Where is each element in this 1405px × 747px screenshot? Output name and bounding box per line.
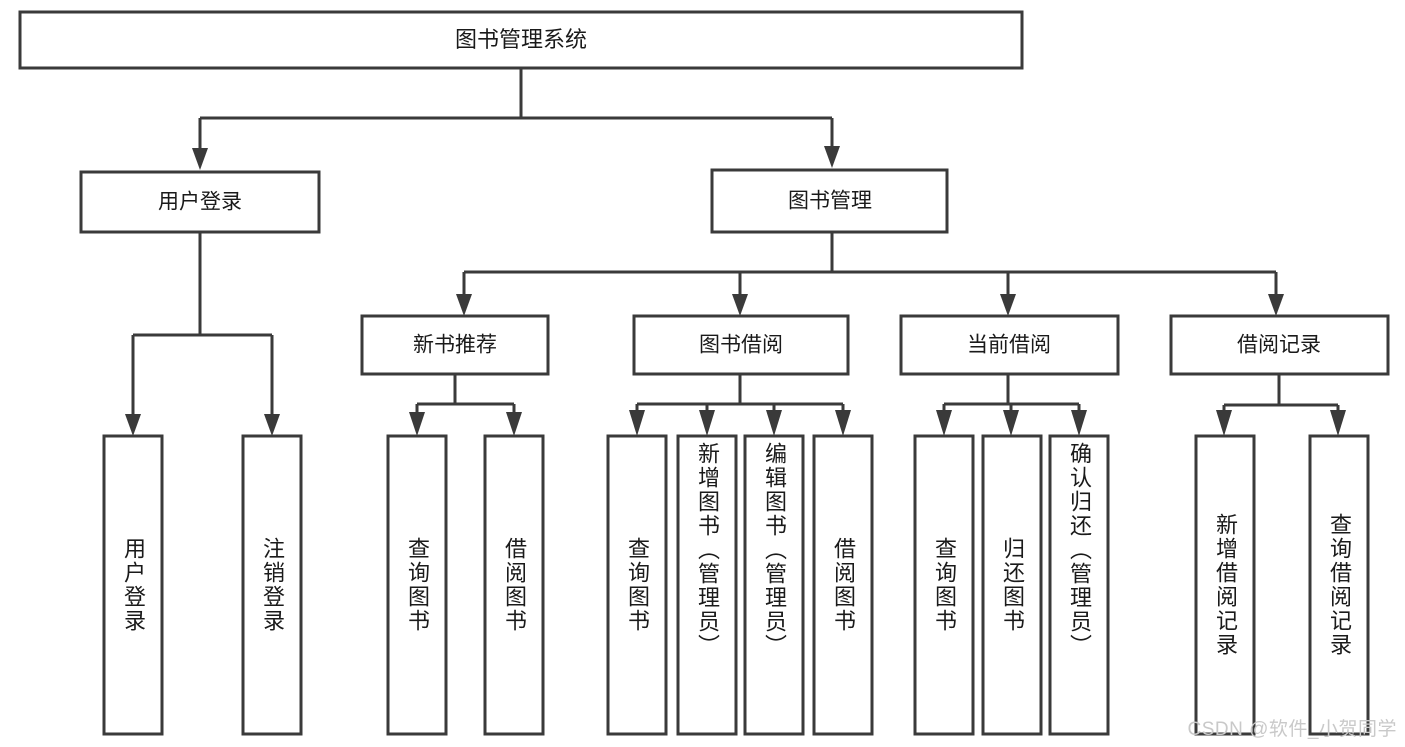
node-root[interactable]: 图书管理系统 — [18, 10, 1024, 70]
arrow-head-leaf-user-login — [125, 414, 141, 436]
node-leaf-confirm-return-box[interactable] — [1048, 434, 1110, 736]
arrow-head-bookmgmt — [824, 146, 840, 168]
node-leaf-add-record-box[interactable] — [1194, 434, 1256, 736]
arrow-head-leaf-query-record — [1330, 410, 1346, 436]
node-leaf-query-book-1-box[interactable] — [386, 434, 448, 736]
arrow-head-leaf-confirm-return — [1071, 410, 1087, 436]
node-leaf-borrow-book-2-box[interactable] — [812, 434, 874, 736]
node-leaf-return-book-box[interactable] — [981, 434, 1043, 736]
node-login[interactable]: 用户登录 — [79, 170, 321, 234]
arrow-head-record — [1268, 294, 1284, 316]
node-current-box[interactable] — [899, 314, 1120, 376]
node-leaf-query-record-box[interactable] — [1308, 434, 1370, 736]
node-root-box[interactable] — [18, 10, 1024, 70]
arrow-head-leaf-borrow-book-1 — [506, 412, 522, 436]
node-borrow[interactable]: 图书借阅 — [632, 314, 850, 376]
arrow-head-leaf-query-book-1 — [409, 412, 425, 436]
node-leaf-logout-box[interactable] — [241, 434, 303, 736]
arrow-head-leaf-add-book — [699, 410, 715, 436]
leaf-box-layer — [102, 434, 1370, 736]
connector-layer — [125, 68, 1346, 436]
arrow-head-leaf-add-record — [1216, 410, 1232, 436]
watermark: CSDN @软件_小贺同学 — [1187, 719, 1397, 740]
arrow-head-leaf-query-book-2 — [629, 410, 645, 436]
node-leaf-borrow-book-1-box[interactable] — [483, 434, 545, 736]
node-leaf-user-login-box[interactable] — [102, 434, 164, 736]
arrow-head-leaf-query-book-3 — [936, 410, 952, 436]
arrow-head-leaf-edit-book — [766, 410, 782, 436]
arrow-head-leaf-logout — [264, 414, 280, 436]
node-newbook[interactable]: 新书推荐 — [360, 314, 550, 376]
node-bookmgmt-label: 图书管理 — [788, 190, 872, 213]
node-leaf-add-book-box[interactable] — [676, 434, 738, 736]
node-newbook-box[interactable] — [360, 314, 550, 376]
node-leaf-query-book-3-box[interactable] — [913, 434, 975, 736]
node-newbook-label: 新书推荐 — [413, 334, 497, 357]
arrow-head-borrow — [732, 294, 748, 316]
node-borrow-box[interactable] — [632, 314, 850, 376]
node-root-label: 图书管理系统 — [455, 27, 587, 52]
node-current[interactable]: 当前借阅 — [899, 314, 1120, 376]
arrow-head-leaf-return-book — [1003, 410, 1019, 436]
node-record-label: 借阅记录 — [1237, 334, 1321, 357]
arrow-head-login — [192, 148, 208, 170]
node-leaf-edit-book-box[interactable] — [743, 434, 805, 736]
node-login-label: 用户登录 — [158, 191, 242, 214]
arrow-head-leaf-borrow-book-2 — [835, 410, 851, 436]
node-borrow-label: 图书借阅 — [699, 334, 783, 357]
node-record-box[interactable] — [1169, 314, 1390, 376]
arrow-head-newbook — [456, 294, 472, 316]
node-leaf-query-book-2-box[interactable] — [606, 434, 668, 736]
node-login-box[interactable] — [79, 170, 321, 234]
node-bookmgmt[interactable]: 图书管理 — [710, 168, 949, 234]
node-current-label: 当前借阅 — [967, 334, 1051, 357]
node-record[interactable]: 借阅记录 — [1169, 314, 1390, 376]
node-bookmgmt-box[interactable] — [710, 168, 949, 234]
arrow-head-current — [1000, 294, 1016, 316]
